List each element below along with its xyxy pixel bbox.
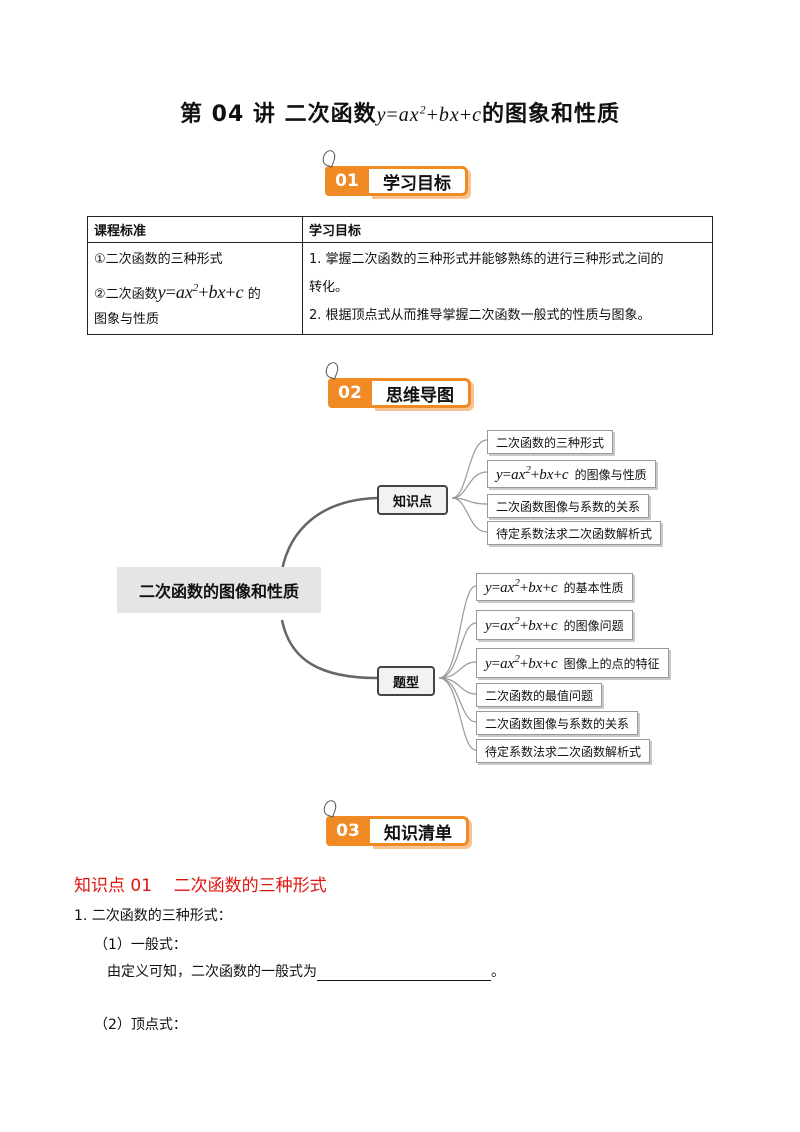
- page-title: 第 04 讲 二次函数y=ax2+bx+c的图象和性质: [179, 102, 620, 127]
- section-number: 01: [325, 166, 369, 196]
- section-badge-01: 01 学习目标: [320, 148, 468, 198]
- mindmap-item: 待定系数法求二次函数解析式: [476, 739, 651, 763]
- table-cell: ①二次函数的三种形式 ②二次函数y=ax2+bx+c 的 图象与性质: [87, 242, 303, 335]
- mindmap-branch-knowledge: 知识点: [377, 485, 449, 515]
- cell-text: 2. 根据顶点式从而推导掌握二次函数一般式的性质与图象。: [309, 308, 651, 323]
- cell-text: 图象与性质: [94, 312, 160, 327]
- mindmap-item: 二次函数的三种形式: [487, 430, 614, 454]
- body-text: 由定义可知，二次函数的一般式为。: [107, 964, 505, 981]
- pin-icon: [321, 798, 339, 818]
- section-badge-03: 03 知识清单: [321, 798, 469, 848]
- mindmap-item: 二次函数的最值问题: [476, 683, 603, 707]
- section-number: 03: [326, 816, 370, 846]
- section-label: 知识清单: [370, 816, 469, 846]
- table-header: 学习目标: [302, 216, 713, 243]
- pin-icon: [323, 360, 341, 380]
- body-text: 1. 二次函数的三种形式：: [74, 908, 232, 924]
- section-label: 思维导图: [372, 378, 471, 408]
- pin-icon: [320, 148, 338, 168]
- cell-text: ①二次函数的三种形式: [94, 252, 223, 267]
- fill-in-blank: [317, 966, 491, 981]
- mindmap-item: 二次函数图像与系数的关系: [487, 494, 650, 518]
- mindmap-root: 二次函数的图像和性质: [117, 567, 321, 613]
- table-header: 课程标准: [87, 216, 303, 243]
- mindmap-item: 二次函数图像与系数的关系: [476, 711, 639, 735]
- section-number: 02: [328, 378, 372, 408]
- section-badge-02: 02 思维导图: [323, 360, 471, 410]
- knowledge-heading: 知识点 01 二次函数的三种形式: [74, 876, 327, 896]
- cell-text: 转化。: [309, 280, 349, 295]
- body-text: （1）一般式：: [94, 937, 187, 953]
- mindmap-connectors: [280, 439, 488, 751]
- mindmap-item: 待定系数法求二次函数解析式: [487, 521, 662, 545]
- objectives-table: 课程标准 学习目标 ①二次函数的三种形式 ②二次函数y=ax2+bx+c 的 图…: [87, 216, 713, 335]
- body-text: （2）顶点式：: [94, 1017, 187, 1033]
- cell-text: ②二次函数y=ax2+bx+c 的: [94, 282, 261, 302]
- mindmap-branch-question-types: 题型: [377, 666, 436, 696]
- cell-text: 1. 掌握二次函数的三种形式并能够熟练的进行三种形式之间的: [309, 252, 664, 267]
- table-cell: 1. 掌握二次函数的三种形式并能够熟练的进行三种形式之间的 转化。 2. 根据顶…: [302, 242, 713, 335]
- section-label: 学习目标: [369, 166, 468, 196]
